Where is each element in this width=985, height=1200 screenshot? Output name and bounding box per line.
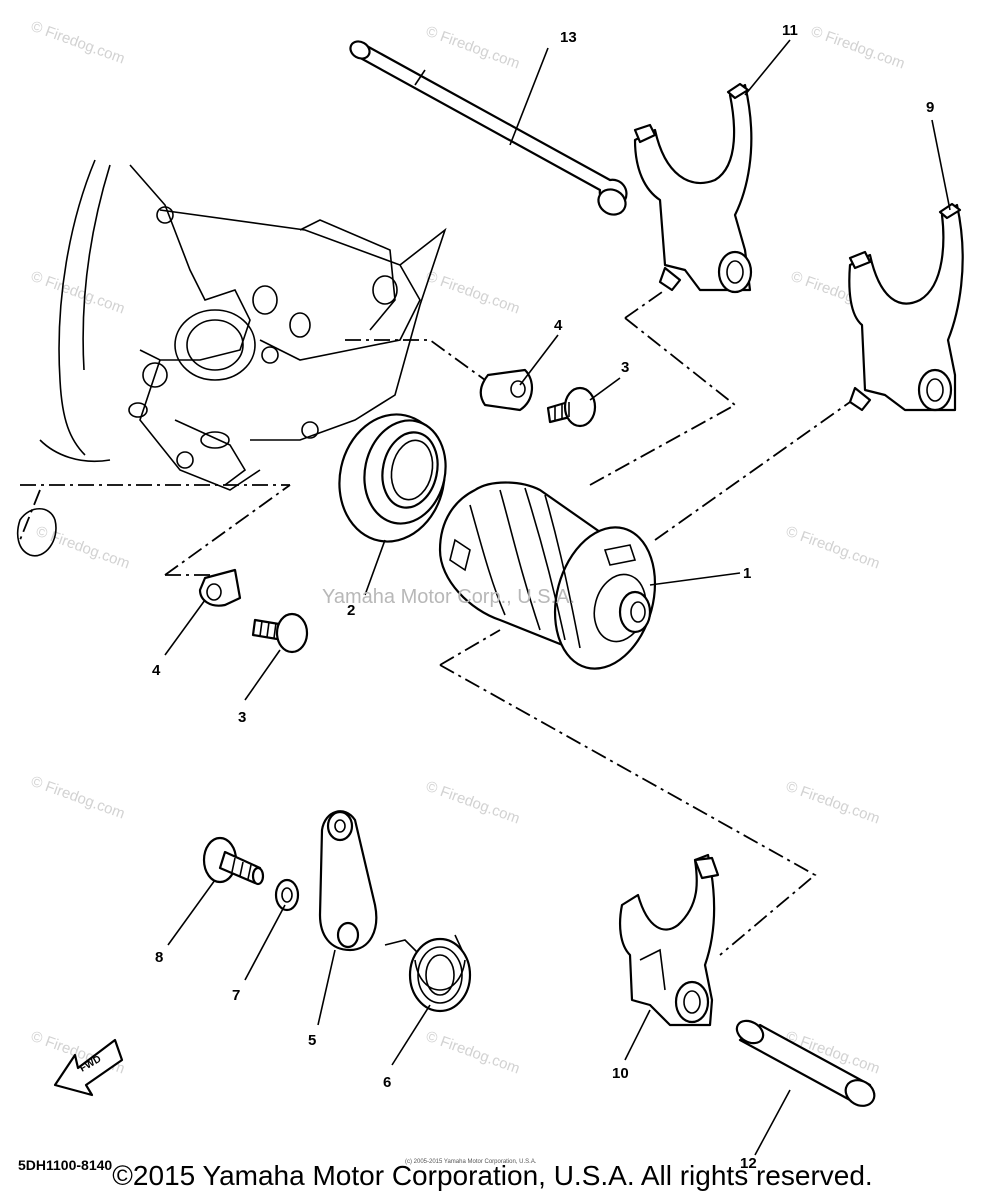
torsion-spring <box>384 934 472 1013</box>
bolt-8 <box>202 836 265 886</box>
watermark: © Firedog.com <box>784 523 882 573</box>
diagram-code: 5DH1100-8140 <box>18 1157 112 1173</box>
callout-3-top: 3 <box>621 359 629 376</box>
crankcase-outline <box>16 159 447 557</box>
watermark: © Firedog.com <box>424 778 522 828</box>
callout-4-top: 4 <box>554 317 563 334</box>
assembly-lines <box>19 289 861 956</box>
watermark: © Firedog.com <box>424 23 522 73</box>
stopper-plate-left <box>198 568 242 607</box>
watermark: © Firedog.com <box>34 523 132 573</box>
copyright-notice: ©2015 Yamaha Motor Corporation, U.S.A. A… <box>112 1160 873 1191</box>
watermark: © Firedog.com <box>809 23 907 73</box>
shift-fork-10 <box>619 853 720 1027</box>
callout-3-left: 3 <box>238 709 246 726</box>
shift-fork-shaft <box>349 40 628 216</box>
callout-7: 7 <box>232 987 240 1004</box>
callout-4-left: 4 <box>152 662 161 679</box>
forward-arrow-icon: FWD <box>53 1038 124 1097</box>
shift-drum <box>438 481 657 670</box>
callout-10: 10 <box>612 1065 629 1082</box>
watermark: © Firedog.com <box>424 1028 522 1078</box>
bolt-top <box>546 386 597 428</box>
small-copyright: (c) 2005-2015 Yamaha Motor Corporation, … <box>405 1159 537 1165</box>
callout-11: 11 <box>782 22 798 39</box>
shift-fork-9 <box>848 202 964 412</box>
callout-1: 1 <box>743 565 751 582</box>
stopper-plate-top <box>479 368 533 412</box>
bolt-left <box>251 612 309 654</box>
watermark: © Firedog.com <box>29 773 127 823</box>
callout-13: 13 <box>560 29 577 46</box>
shift-fork-shaft-short <box>735 1019 876 1107</box>
callout-9: 9 <box>926 99 934 116</box>
bearing <box>338 413 447 543</box>
stopper-lever <box>318 810 378 952</box>
callout-8: 8 <box>155 949 163 966</box>
callout-12: 12 <box>740 1155 757 1172</box>
washer <box>274 878 300 912</box>
shift-fork-11 <box>633 82 753 294</box>
callout-6: 6 <box>383 1074 391 1091</box>
callout-labels: 13 11 9 4 3 1 2 4 3 8 7 5 6 10 12 <box>152 22 934 1172</box>
callout-2: 2 <box>347 602 355 619</box>
watermark: © Firedog.com <box>784 778 882 828</box>
callout-5: 5 <box>308 1032 316 1049</box>
watermark: © Firedog.com <box>424 268 522 318</box>
callout-leaders <box>164 39 951 1156</box>
watermark: © Firedog.com <box>29 18 127 68</box>
watermark: © Firedog.com <box>29 268 127 318</box>
center-watermark: Yamaha Motor Corp., U.S.A. <box>322 586 575 608</box>
